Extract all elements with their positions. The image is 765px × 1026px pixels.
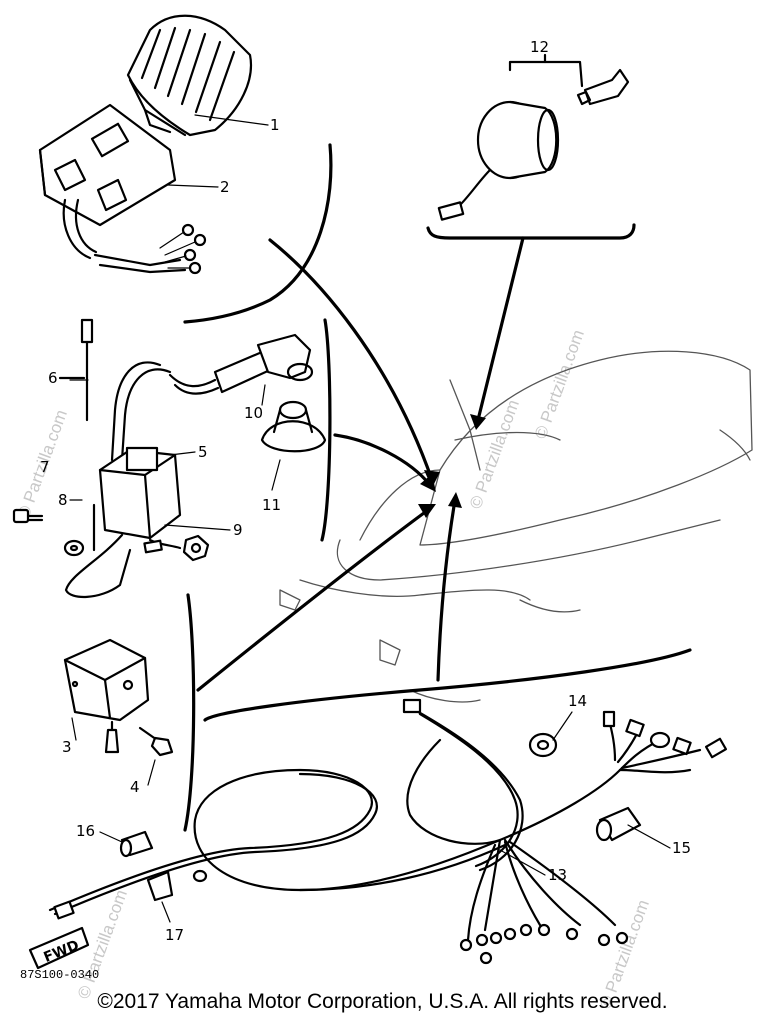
cdi-housing (38, 103, 207, 275)
callout-5: 5 (198, 443, 208, 461)
wire-harness (48, 698, 728, 965)
callout-3: 3 (62, 738, 72, 756)
leader-arrows (196, 236, 525, 692)
nut-9 (182, 534, 210, 562)
cap-15 (595, 806, 642, 842)
bolt-4 (138, 726, 174, 757)
callout-1: 1 (270, 116, 280, 134)
callout-11: 11 (262, 496, 281, 514)
high-tension-lead (58, 318, 94, 422)
callout-16: 16 (76, 822, 95, 840)
callout-lines (69, 114, 671, 923)
fwd-direction-tag: FWD (28, 926, 90, 970)
spark-plug-cap (168, 333, 314, 395)
callout-2: 2 (220, 178, 230, 196)
ignition-coil (64, 361, 182, 599)
arrow-head-2 (470, 414, 486, 430)
rubber-cap (260, 400, 327, 453)
copyright-footer: ©2017 Yamaha Motor Corporation, U.S.A. A… (97, 990, 668, 1013)
callout-12: 12 (530, 38, 549, 56)
drawing-code: 87S100-0340 (20, 968, 100, 982)
snowmobile-outline (279, 350, 753, 703)
arrow-head-4 (418, 504, 436, 518)
group-brackets (183, 143, 692, 832)
callout-17: 17 (165, 926, 184, 944)
grommet-14 (528, 732, 558, 758)
watermark-center: © Partzilla.com (466, 397, 523, 511)
washer-8 (63, 539, 85, 557)
arrow-head-5 (448, 492, 462, 508)
callout-13: 13 (548, 866, 567, 884)
regulator (63, 638, 150, 754)
clamp-17 (146, 869, 208, 902)
main-switch (437, 53, 630, 221)
callout-10: 10 (244, 404, 263, 422)
watermark-right: © Partzilla.com (531, 327, 588, 441)
callout-6: 6 (48, 369, 58, 387)
bolt-7 (12, 508, 44, 524)
callout-8: 8 (58, 491, 68, 509)
callout-9: 9 (233, 521, 243, 539)
callout-numbers: 1 2 3 4 5 6 7 8 9 10 11 12 13 14 15 16 1… (40, 38, 691, 944)
callout-7: 7 (40, 458, 50, 476)
cap-16 (119, 830, 154, 858)
callout-15: 15 (672, 839, 691, 857)
cdi-unit (126, 14, 253, 137)
arrow-head-3 (420, 474, 436, 492)
callout-4: 4 (130, 778, 140, 796)
callout-14: 14 (568, 692, 587, 710)
